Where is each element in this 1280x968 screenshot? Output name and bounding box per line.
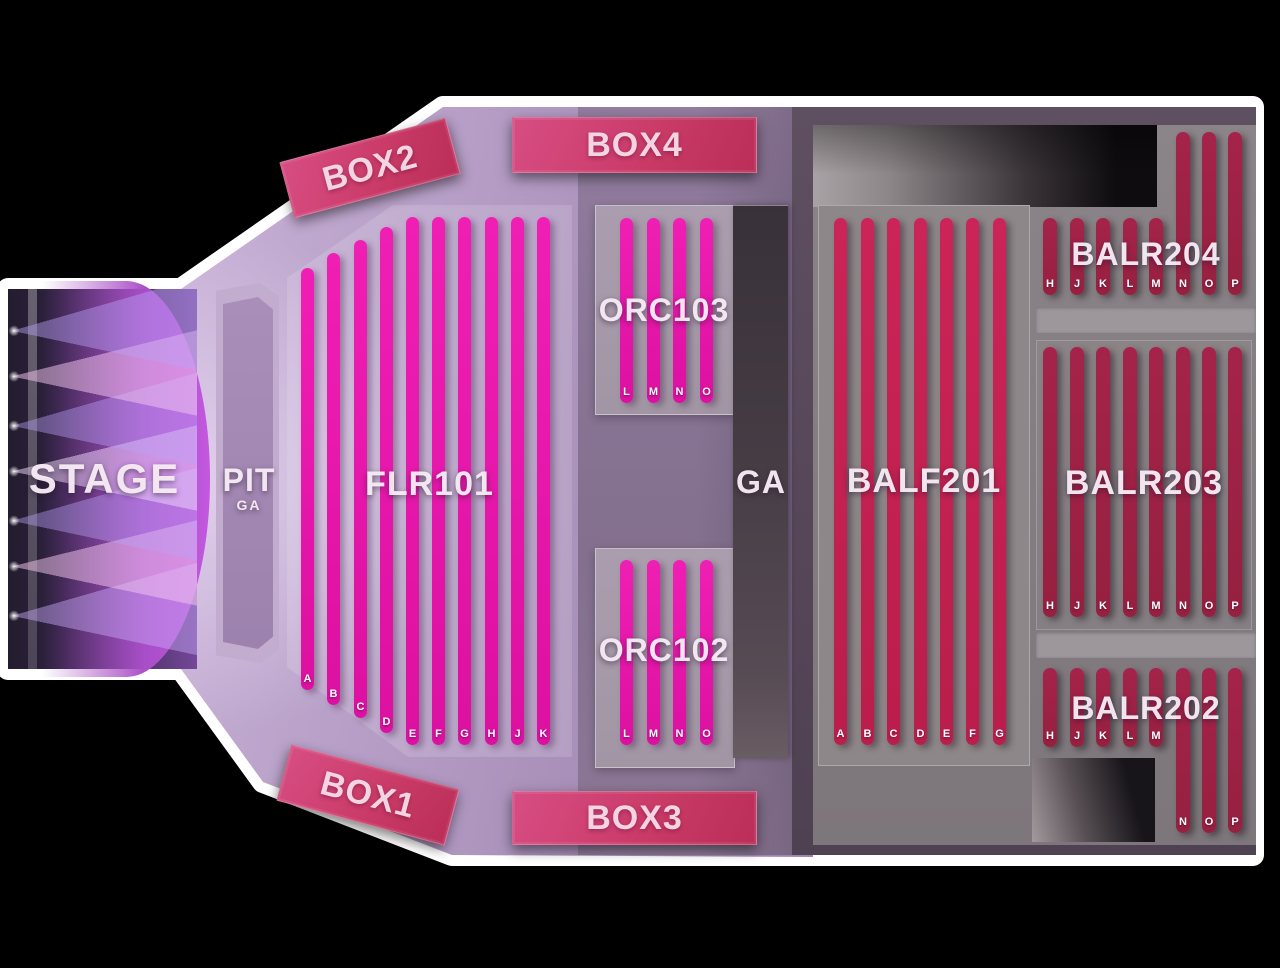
seat-row-balf201-D[interactable]	[914, 218, 927, 745]
seat-row-balr203-L[interactable]	[1123, 347, 1137, 617]
section-ga[interactable]	[733, 205, 788, 758]
seat-row-balr204-L[interactable]	[1123, 218, 1137, 295]
seat-row-balr203-K[interactable]	[1096, 347, 1110, 617]
seat-row-flr101-B[interactable]	[327, 253, 340, 705]
seat-row-balr204-H[interactable]	[1043, 218, 1057, 295]
seat-row-balf201-G[interactable]	[993, 218, 1006, 745]
seat-row-balr202-M[interactable]	[1149, 668, 1163, 747]
seat-row-balr202-K[interactable]	[1096, 668, 1110, 747]
seat-row-flr101-K[interactable]	[537, 217, 550, 745]
section-box3[interactable]: BOX3	[512, 791, 757, 845]
seat-row-balr204-M[interactable]	[1149, 218, 1163, 295]
seat-row-flr101-H[interactable]	[485, 217, 498, 745]
stage-area	[8, 281, 210, 677]
section-orc103[interactable]	[595, 205, 735, 415]
seat-row-balf201-B[interactable]	[861, 218, 874, 745]
seat-row-balr202-H[interactable]	[1043, 668, 1057, 747]
section-balr203[interactable]	[1036, 340, 1252, 630]
seat-row-balr202-O[interactable]	[1202, 668, 1216, 833]
pit-floor	[223, 297, 273, 649]
seat-row-orc102-O[interactable]	[700, 560, 713, 745]
seat-row-balf201-A[interactable]	[834, 218, 847, 745]
seat-row-flr101-J[interactable]	[511, 217, 524, 745]
seat-row-balr203-O[interactable]	[1202, 347, 1216, 617]
seat-row-balr202-L[interactable]	[1123, 668, 1137, 747]
seat-row-flr101-G[interactable]	[458, 217, 471, 745]
stage-spotlight-beams-icon	[8, 289, 197, 669]
seat-row-flr101-E[interactable]	[406, 217, 419, 745]
seat-row-balr203-M[interactable]	[1149, 347, 1163, 617]
seat-row-orc103-O[interactable]	[700, 218, 713, 403]
seat-row-flr101-F[interactable]	[432, 217, 445, 745]
seat-row-flr101-C[interactable]	[354, 240, 367, 718]
seat-row-orc103-N[interactable]	[673, 218, 686, 403]
balcony-aisle-upper	[1036, 307, 1256, 333]
section-pit[interactable]	[216, 283, 279, 663]
seat-row-flr101-D[interactable]	[380, 227, 393, 733]
balcony-aisle-lower	[1036, 632, 1256, 658]
seat-row-orc102-L[interactable]	[620, 560, 633, 745]
seat-row-balr204-N[interactable]	[1176, 132, 1190, 295]
seat-row-balr203-J[interactable]	[1070, 347, 1084, 617]
balcony-top-inset	[813, 125, 1157, 207]
seat-row-balr204-O[interactable]	[1202, 132, 1216, 295]
seat-row-orc102-M[interactable]	[647, 560, 660, 745]
seat-row-balr203-H[interactable]	[1043, 347, 1057, 617]
seat-row-balr204-K[interactable]	[1096, 218, 1110, 295]
seat-row-balf201-F[interactable]	[966, 218, 979, 745]
seat-row-balr202-P[interactable]	[1228, 668, 1242, 833]
seat-row-balr204-P[interactable]	[1228, 132, 1242, 295]
balcony-bottom-inset	[1032, 758, 1155, 842]
seat-row-balf201-E[interactable]	[940, 218, 953, 745]
seat-row-orc102-N[interactable]	[673, 560, 686, 745]
seat-row-balr204-J[interactable]	[1070, 218, 1084, 295]
section-box4[interactable]: BOX4	[512, 117, 757, 173]
seat-row-balf201-C[interactable]	[887, 218, 900, 745]
seat-row-flr101-A[interactable]	[301, 268, 314, 690]
seat-row-balr202-J[interactable]	[1070, 668, 1084, 747]
seat-row-balr203-P[interactable]	[1228, 347, 1242, 617]
seat-row-orc103-L[interactable]	[620, 218, 633, 403]
seat-row-balr203-N[interactable]	[1176, 347, 1190, 617]
section-orc102[interactable]	[595, 548, 735, 768]
seat-row-balr202-N[interactable]	[1176, 668, 1190, 833]
seat-row-orc103-M[interactable]	[647, 218, 660, 403]
